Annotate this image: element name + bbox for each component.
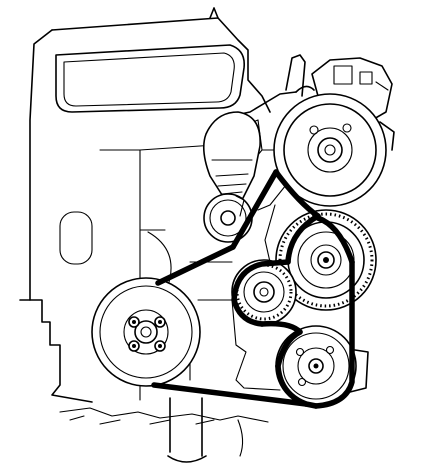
alternator	[273, 57, 395, 207]
drive-belt	[151, 169, 355, 409]
idler-pulley	[231, 259, 297, 325]
crankshaft-pulley	[91, 277, 201, 387]
ac-compressor	[275, 325, 369, 407]
block-port-left	[59, 211, 93, 265]
lower-block	[59, 397, 269, 463]
belt-tensioner	[202, 111, 261, 243]
cam-cover	[55, 44, 246, 113]
